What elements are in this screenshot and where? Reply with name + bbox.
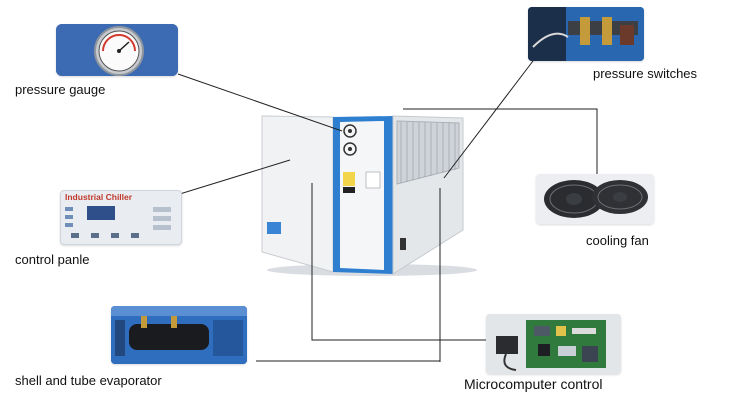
leader-line-microcomputer (311, 183, 488, 341)
industrial-chiller-unit (261, 115, 477, 276)
microcomputer-photo (486, 314, 621, 374)
evaporator-photo (111, 306, 247, 364)
cooling-fan-photo (536, 174, 654, 224)
control-panel-brand-text: Industrial Chiller (65, 192, 133, 202)
control-panel-photo: Industrial Chiller (60, 190, 182, 245)
microcomputer-label: Microcomputer control (464, 376, 603, 392)
leader-line-pressure-gauge (177, 73, 343, 132)
pressure-switches-photo (528, 7, 644, 61)
control-panel-label: control panle (15, 252, 90, 267)
pressure-gauge-photo (56, 24, 178, 76)
leader-line-pressure-switches (443, 56, 537, 179)
evaporator-label: shell and tube evaporator (15, 373, 162, 388)
pressure-switches-label: pressure switches (593, 66, 698, 81)
cooling-fan-label: cooling fan (586, 233, 649, 248)
pressure-gauge-label: pressure gauge (15, 82, 106, 97)
